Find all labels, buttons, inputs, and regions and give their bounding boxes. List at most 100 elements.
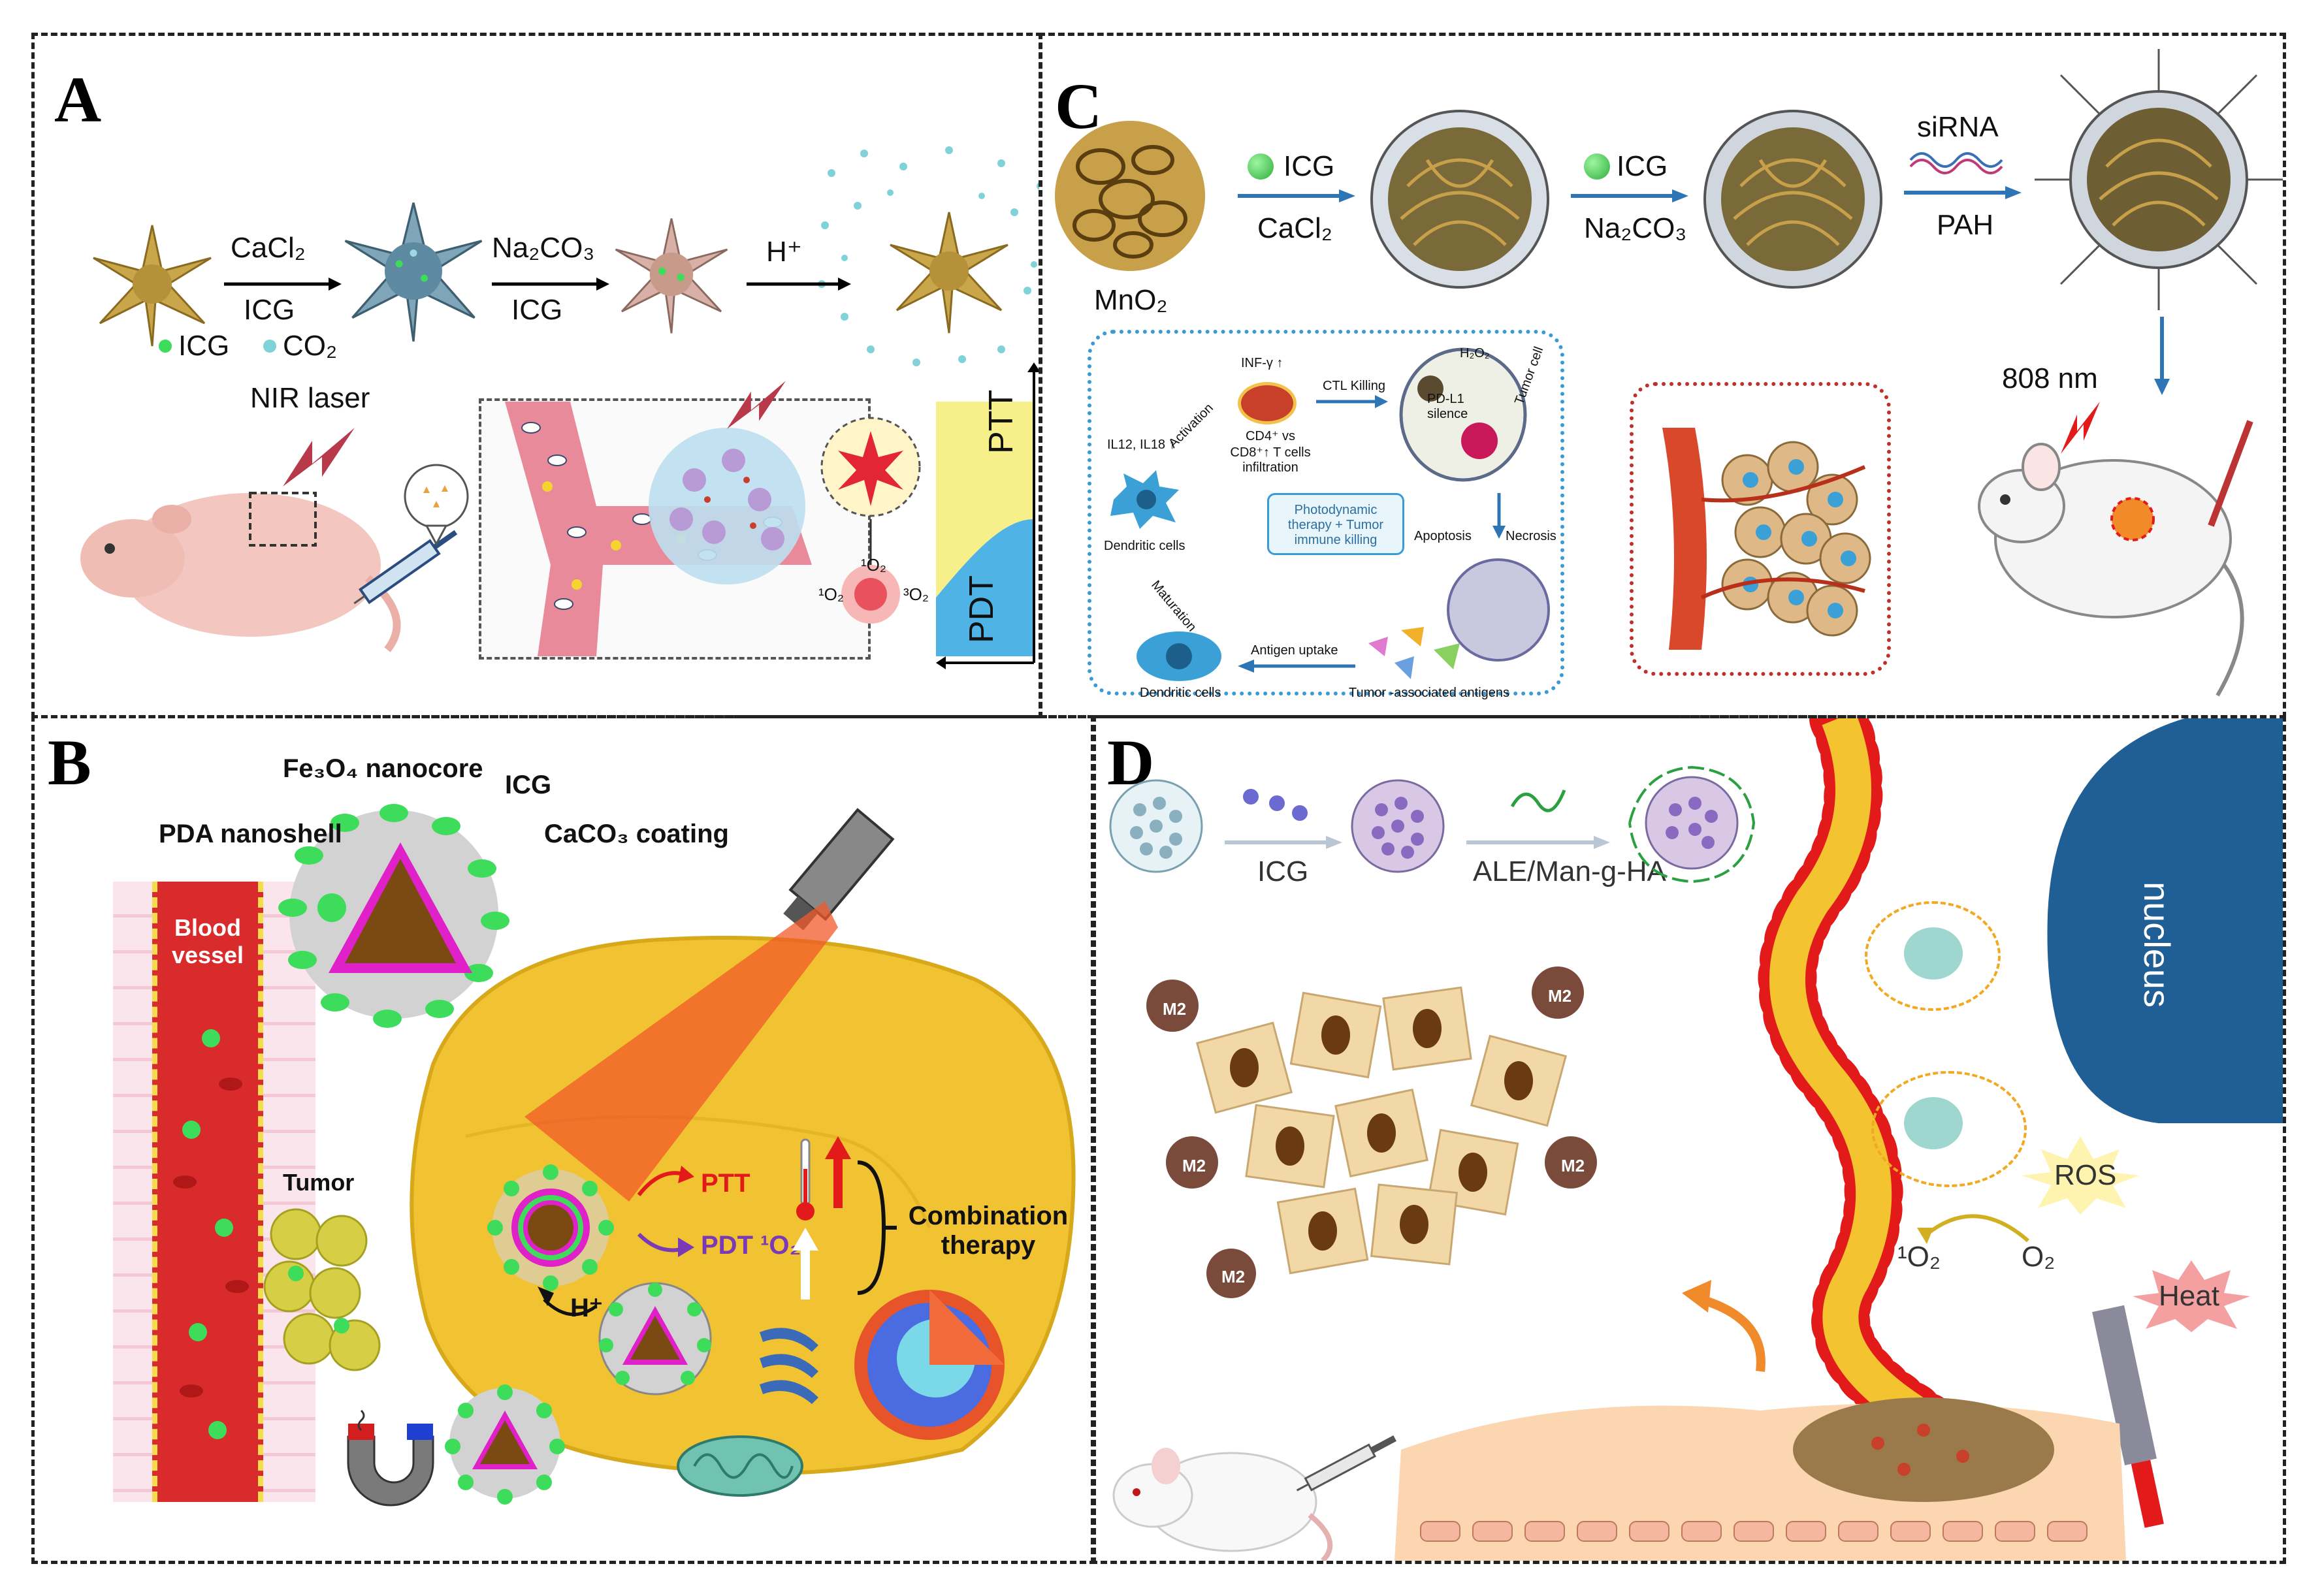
ptt-label: PTT <box>701 1169 750 1198</box>
arrow-down-c <box>2154 317 2170 395</box>
arrow-c2 <box>1571 189 1688 202</box>
icg-label-1: ICG <box>1283 150 1335 182</box>
polymer-icon <box>1510 790 1566 812</box>
m2-label-3: M2 <box>1182 1156 1206 1175</box>
t-cell-icon <box>1238 382 1297 424</box>
coated-mno2-1 <box>1370 110 1549 289</box>
co2-legend-dot <box>263 340 276 353</box>
m2-label-4: M2 <box>1561 1156 1585 1175</box>
laser-beam <box>524 901 838 1202</box>
msn-particle <box>1109 779 1203 873</box>
nanoparticle-schematic <box>278 804 509 1028</box>
endosome-2 <box>1871 1071 2027 1187</box>
endosome-1 <box>1865 901 2001 1011</box>
thermometer-icon <box>796 1138 814 1221</box>
golgi-icon <box>760 1328 818 1404</box>
m2-label-2: M2 <box>1548 986 1572 1006</box>
panel-c: C MnO₂ ICG CaCl₂ ICG Na₂CO₃ siRNA PAH <box>1039 33 2286 718</box>
panel-label-a: A <box>54 63 102 136</box>
icg-label-2: ICG <box>1617 150 1668 182</box>
step3-reagent: H⁺ <box>766 236 802 268</box>
step1-reagent-bottom: ICG <box>244 294 295 326</box>
h2o2-label: H₂O₂ <box>1460 346 1490 360</box>
nucleus-cutaway <box>854 1290 1005 1440</box>
panel-b: B Blood vessel Tumor Fe₃O₄ nanocore ICG … <box>31 715 1096 1564</box>
panel-d: D nucleus ICG ALE/Man-g-HA ROS ¹O₂ O₂ He… <box>1091 715 2286 1564</box>
icg-dot-1 <box>1248 153 1274 180</box>
pah-label: PAH <box>1937 209 1994 241</box>
arrow-d2 <box>1466 836 1610 849</box>
inf-label: INF-γ ↑ <box>1241 356 1283 370</box>
ptt-pdt-switch-graph <box>936 362 1039 669</box>
nucleus <box>2047 718 2283 1123</box>
cell-nanoparticle-1 <box>487 1164 614 1291</box>
therapy-box-label: Photodynamic therapy + Tumor immune kill… <box>1287 503 1384 547</box>
vessel-particles <box>173 1029 249 1439</box>
dendritic-cell-icon-1 <box>1110 470 1179 529</box>
proton-label: H⁺ <box>570 1294 603 1322</box>
m2-label-5: M2 <box>1221 1267 1246 1286</box>
coated-mno2-2 <box>1703 110 1882 289</box>
laser-label: NIR laser <box>250 382 370 414</box>
combination-bracket <box>857 1160 897 1295</box>
icg-label-d: ICG <box>1257 855 1309 887</box>
na2co3-label: Na₂CO₃ <box>1584 212 1687 244</box>
ptt-label: PTT <box>982 389 1020 454</box>
ros-label: ROS <box>2054 1159 2117 1191</box>
legend-co2: CO₂ <box>283 330 338 362</box>
arrow-proton <box>538 1286 598 1317</box>
arrow-ctl <box>1316 395 1388 408</box>
endosome-core-1 <box>1904 927 1963 980</box>
laser-bolt-icon <box>283 428 355 487</box>
icg-loaded-msn <box>1351 779 1445 873</box>
combination-label: Combination therapy <box>908 1202 1069 1260</box>
mouse-drawing <box>1978 420 2253 697</box>
arrow-antigen <box>1238 660 1355 673</box>
ale-label: ALE/Man-g-HA <box>1473 855 1666 887</box>
singlet-label: ¹O₂ <box>1897 1241 1941 1273</box>
arrow-step1 <box>224 278 342 291</box>
nanoparticle-bubble <box>404 464 469 547</box>
coating-label: CaCO₃ coating <box>544 820 729 848</box>
pdl1-label: PD-L1 silence <box>1427 392 1468 421</box>
pdt-label: PDT <box>963 575 1001 643</box>
sirna-label: siRNA <box>1917 111 1999 143</box>
orange-curved-arrow <box>1682 1280 1766 1372</box>
blood-vessel <box>152 882 263 1502</box>
cell-nanoparticle-2 <box>598 1282 712 1396</box>
mitochondria-icon <box>677 1435 803 1497</box>
triplet-oxygen-label: ³O₂ <box>903 584 929 604</box>
arrow-step3 <box>747 278 851 291</box>
nanocore-label: Fe₃O₄ nanocore <box>283 754 483 783</box>
arrow-c1 <box>1238 189 1355 202</box>
endosome-core-2 <box>1904 1097 1963 1149</box>
arrow-down-necrosis <box>1492 493 1506 539</box>
sirna-coated-particle <box>2035 49 2283 310</box>
cell-nanoparticle-3 <box>445 1384 565 1505</box>
step2-reagent-bottom: ICG <box>511 294 563 326</box>
cd-label: CD4⁺ vs CD8⁺↑ T cells infiltration <box>1230 429 1311 475</box>
arrow-c3 <box>1904 186 2022 199</box>
coated-nanostar <box>615 218 728 334</box>
therapy-box <box>1267 493 1404 555</box>
vessel-wall-right <box>263 882 315 1502</box>
arrow-o2 <box>1917 1214 2029 1244</box>
tissue-layer <box>1395 1397 2126 1561</box>
m2-label-1: M2 <box>1163 999 1187 1019</box>
mouse-image <box>80 492 401 652</box>
necrotic-cell-icon <box>1447 558 1550 662</box>
cacl2-label: CaCl₂ <box>1257 212 1332 244</box>
dendritic-cell-icon-2 <box>1137 631 1221 681</box>
sirna-helix-icon <box>1909 152 2003 174</box>
tumor-antigens-label: Tumor -associated antigens <box>1349 686 1510 700</box>
up-arrow-red <box>825 1136 851 1208</box>
arrow-ptt <box>637 1166 694 1196</box>
icg-label: ICG <box>505 771 552 799</box>
laser-fiber <box>2092 1305 2164 1528</box>
white-mouse <box>1112 1448 1333 1561</box>
ros-burst-d <box>2022 1136 2139 1215</box>
arrow-d1 <box>1225 836 1342 849</box>
coated-msn <box>1628 765 1756 884</box>
singlet-oxygen-label-2: ¹O₂ <box>818 584 844 604</box>
pda-shell-label: PDA nanoshell <box>159 820 342 848</box>
